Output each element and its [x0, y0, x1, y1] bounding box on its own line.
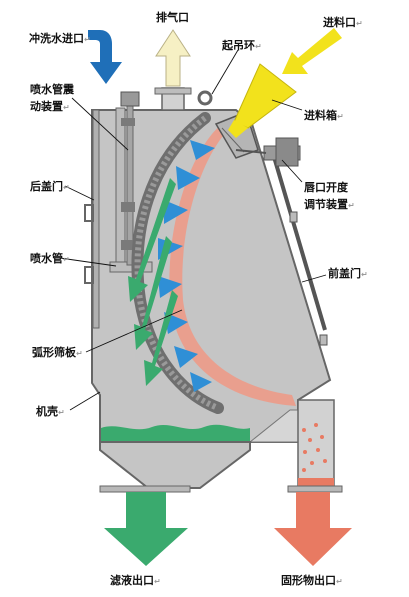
- labels: 冲洗水进口↵ 排气口 起吊环↵ 进料口↵ 喷水管震 动装置↵ 进料箱↵ 后盖门↵…: [29, 10, 368, 587]
- exhaust-flange: [154, 87, 192, 95]
- flush-water-arrow: [88, 30, 122, 84]
- front-door-handle-bottom: [319, 334, 328, 346]
- label-flush-inlet: 冲洗水进口↵: [29, 31, 91, 45]
- feed-stream: [228, 120, 248, 138]
- spray-shaker-top: [120, 91, 140, 107]
- solids-chute: [297, 399, 335, 487]
- filtrate-flow: [128, 178, 178, 386]
- solids-drops: [302, 423, 327, 472]
- label-filtrate-outlet: 滤液出口↵: [110, 573, 161, 587]
- spray-valve-2: [121, 240, 135, 250]
- lifting-ring: [197, 90, 213, 106]
- label-housing: 机壳↵: [36, 404, 65, 418]
- label-lip-adjust-1: 唇口开度: [304, 180, 349, 194]
- spray-pipe-assembly: [109, 91, 153, 273]
- label-spray-shaker-1: 喷水管震: [30, 82, 75, 96]
- leader-lines: [59, 49, 327, 411]
- label-feed-box: 进料箱↵: [304, 108, 344, 122]
- solids-outlet-arrow: [274, 492, 352, 566]
- spray-clamp: [121, 118, 135, 126]
- label-lifting-ring: 起吊环↵: [221, 38, 262, 52]
- rear-door-handle-bottom: [84, 266, 94, 284]
- label-exhaust-port: 排气口: [156, 10, 189, 24]
- label-front-cover: 前盖门↵: [328, 266, 368, 280]
- feed-arrow: [282, 28, 342, 74]
- filtrate-flange: [99, 485, 191, 493]
- label-solids-outlet: 固形物出口↵: [281, 573, 343, 587]
- label-rear-cover: 后盖门↵: [30, 179, 70, 193]
- solids-pile: [298, 478, 334, 486]
- spray-jets: [158, 140, 215, 392]
- label-spray-pipe: 喷水管↵: [30, 251, 70, 265]
- exhaust-arrow: [155, 29, 191, 87]
- label-spray-shaker-2: 动装置↵: [30, 99, 70, 113]
- label-lip-adjust-2: 调节装置↵: [304, 197, 355, 211]
- rear-door-handle-top: [84, 204, 94, 222]
- arc-screen-plate: [131, 112, 224, 414]
- front-door-handle-top: [289, 211, 298, 223]
- front-cover-door: [270, 149, 327, 331]
- label-arc-screen: 弧形筛板↵: [32, 345, 83, 359]
- filtrate-outlet-arrow: [104, 492, 188, 566]
- spray-valve-1: [121, 202, 135, 212]
- filtrate-hopper: [99, 441, 251, 489]
- solids-flange: [287, 485, 343, 493]
- label-feed-inlet: 进料口↵: [323, 15, 363, 29]
- filtrate-basin: [101, 424, 250, 442]
